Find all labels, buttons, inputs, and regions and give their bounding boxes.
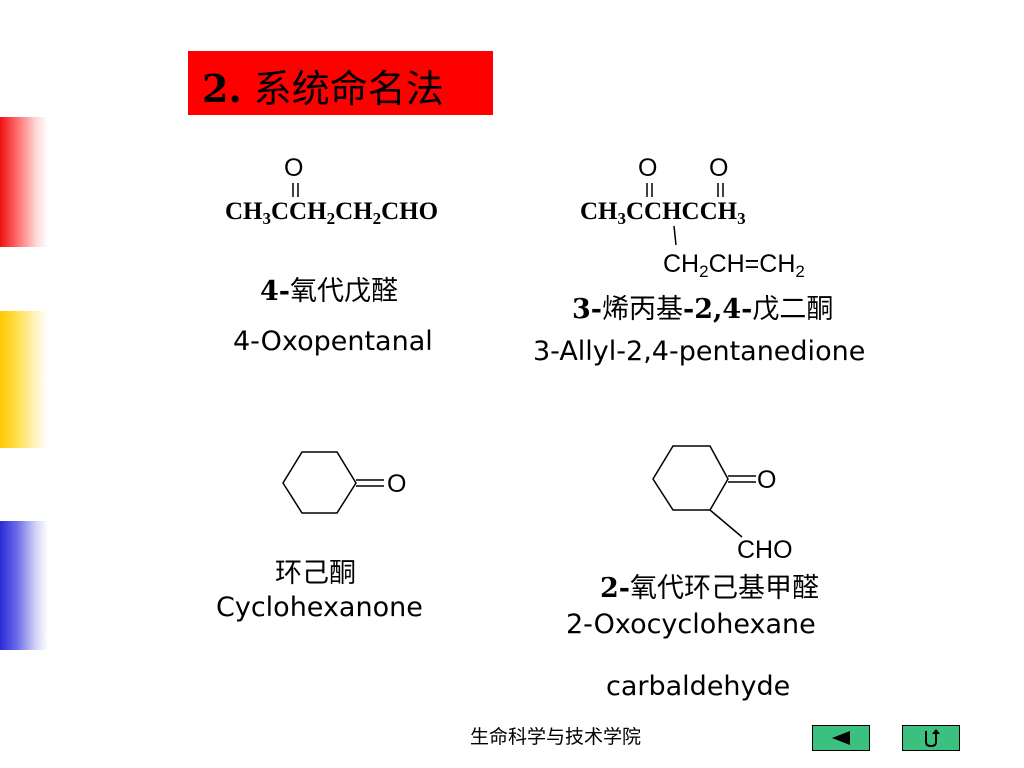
compound2-allyl-branch: CH2CH=CH2 [663, 250, 805, 281]
compound2-chinese-name: 3-烯丙基-2,4-戊二酮 [572, 294, 834, 325]
decorative-bar-yellow [0, 311, 48, 448]
compound2-english-name: 3-Allyl-2,4-pentanedione [533, 336, 866, 367]
return-button[interactable] [902, 725, 960, 751]
compound4-oxygen: O [757, 466, 777, 494]
footer-institution: 生命科学与技术学院 [470, 726, 642, 748]
compound2-oxygen-1: O [638, 154, 658, 182]
compound3-english-name: Cyclohexanone [216, 592, 423, 623]
compound1-oxygen: O [284, 154, 304, 182]
compound1-formula: CH3CCH2CH2CHO [225, 198, 439, 228]
return-arrow-icon [925, 729, 940, 748]
compound3-chinese-name: 环己酮 [275, 558, 356, 589]
compound3-oxygen: O [387, 470, 407, 498]
title-text: 系统命名法 [253, 67, 444, 111]
compound2-oxygen-2: O [709, 154, 729, 182]
compound4-english-name-line2: carbaldehyde [606, 671, 791, 702]
triangle-left-icon [832, 731, 850, 745]
decorative-bar-red [0, 117, 48, 247]
slide-title: 2. 系统命名法 [188, 51, 493, 115]
compound4-chinese-name: 2-氧代环己基甲醛 [600, 573, 819, 604]
compound4-english-name-line1: 2-Oxocyclohexane [566, 609, 816, 640]
compound1-chinese-name: 4-氧代戊醛 [260, 276, 398, 307]
compound1-english-name: 4-Oxopentanal [233, 326, 433, 357]
decorative-bar-blue [0, 521, 48, 650]
compound4-aldehyde-group: CHO [737, 536, 793, 564]
compound2-formula: CH3CCHCCH3 [580, 198, 746, 228]
previous-slide-button[interactable] [812, 725, 870, 751]
title-number: 2. [202, 66, 242, 111]
